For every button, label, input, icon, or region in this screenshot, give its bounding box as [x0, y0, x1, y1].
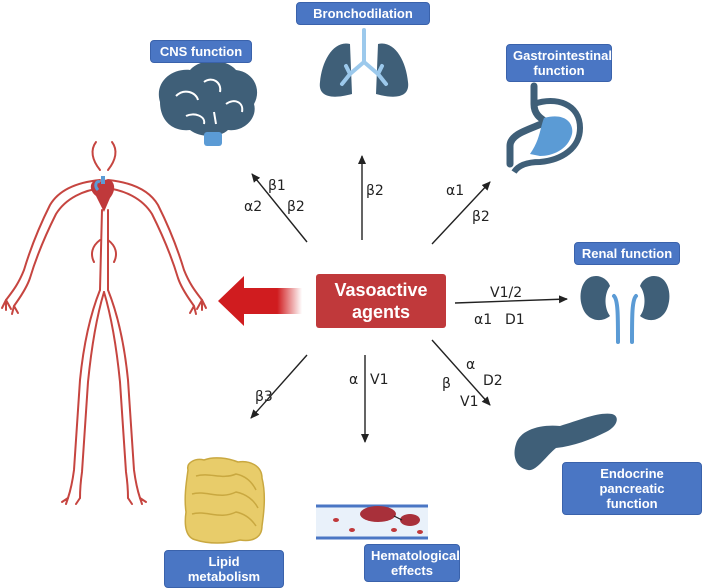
circulatory-system-icon — [1, 141, 207, 505]
receptor-hemato-v1: V1 — [370, 372, 389, 388]
receptor-renal-v12: V1/2 — [490, 285, 523, 301]
blood-vessel-icon — [316, 504, 428, 540]
lipid-metabolism-label: Lipid metabolism — [164, 550, 284, 588]
brain-icon — [158, 61, 258, 146]
center-line1: Vasoactive — [334, 280, 428, 300]
center-line2: agents — [351, 302, 411, 322]
receptor-gi-beta2: β2 — [472, 209, 490, 225]
receptor-endocrine-d2: D2 — [483, 373, 503, 389]
arrow-to-endocrine — [431, 339, 491, 406]
vasoactive-agents-box: Vasoactive agents — [316, 274, 446, 328]
arrow-to-cns — [251, 173, 308, 243]
arrow-to-gi — [431, 181, 491, 245]
hemato-line1: Hematological — [371, 548, 460, 563]
receptor-endocrine-alpha: α — [466, 357, 476, 373]
endocrine-line1: Endocrine pancreatic — [599, 466, 665, 496]
receptor-endocrine-beta: β — [442, 376, 451, 392]
receptor-renal-d1: D1 — [505, 312, 525, 328]
kidneys-icon — [580, 276, 670, 344]
red-effect-arrow — [218, 276, 302, 326]
lungs-icon — [319, 28, 409, 97]
receptor-lipid-beta3: β3 — [255, 389, 273, 405]
endocrine-function-label: Endocrine pancreatic function — [562, 462, 702, 515]
receptor-cns-beta1: β1 — [268, 178, 286, 194]
bronchodilation-label: Bronchodilation — [296, 2, 430, 25]
adipose-tissue-icon — [184, 457, 266, 544]
arrow-to-renal — [454, 295, 568, 304]
receptor-renal-alpha1: α1 — [474, 312, 493, 328]
cns-function-label: CNS function — [150, 40, 252, 63]
renal-function-label: Renal function — [574, 242, 680, 265]
hemato-line2: effects — [391, 563, 433, 578]
receptor-cns-beta2: β2 — [287, 199, 305, 215]
receptor-cns-alpha2: α2 — [244, 199, 263, 215]
arrow-to-lipid — [250, 354, 308, 419]
receptor-hemato-alpha: α — [349, 372, 359, 388]
heart-icon — [90, 176, 115, 212]
stomach-icon — [506, 82, 584, 174]
receptor-endocrine-v1: V1 — [460, 394, 479, 410]
gi-line2: function — [533, 63, 585, 78]
pancreas-icon — [514, 413, 617, 471]
gi-function-label: Gastrointestinal function — [506, 44, 612, 82]
receptor-gi-alpha1: α1 — [446, 183, 465, 199]
gi-line1: Gastrointestinal — [513, 48, 612, 63]
hematological-label: Hematological effects — [364, 544, 460, 582]
endocrine-line2: function — [606, 496, 658, 511]
receptor-broncho-beta2: β2 — [366, 183, 384, 199]
